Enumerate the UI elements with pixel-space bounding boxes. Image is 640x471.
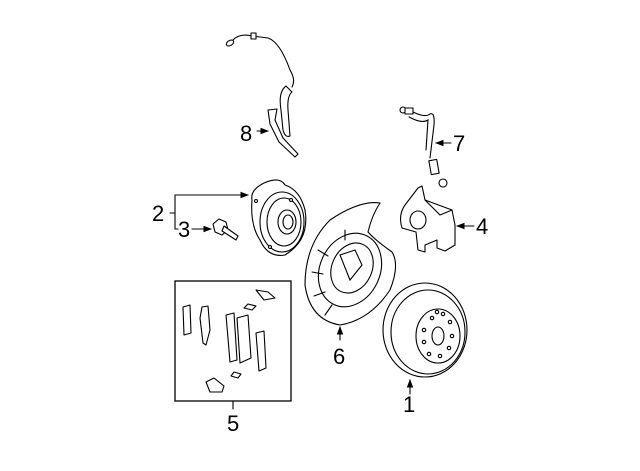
callout-2[interactable]: 2 <box>152 201 164 226</box>
callout-3[interactable]: 3 <box>178 217 190 242</box>
caliper-part[interactable] <box>399 185 456 253</box>
rotor-part[interactable] <box>382 282 468 378</box>
brake-hose-part[interactable] <box>399 106 448 188</box>
callout-leaders <box>169 127 475 410</box>
callout-1[interactable]: 1 <box>403 392 415 417</box>
hub-assembly-part[interactable] <box>251 179 307 256</box>
callout-7[interactable]: 7 <box>453 131 465 156</box>
hub-bolt-part[interactable] <box>212 218 239 241</box>
brake-pad-kit-box[interactable] <box>174 280 292 402</box>
callout-8[interactable]: 8 <box>240 121 252 146</box>
backing-plate-part[interactable] <box>304 202 397 326</box>
callout-5[interactable]: 5 <box>227 411 239 436</box>
callout-6[interactable]: 6 <box>333 344 345 369</box>
callout-4[interactable]: 4 <box>476 214 488 239</box>
abs-sensor-part[interactable] <box>225 32 299 158</box>
